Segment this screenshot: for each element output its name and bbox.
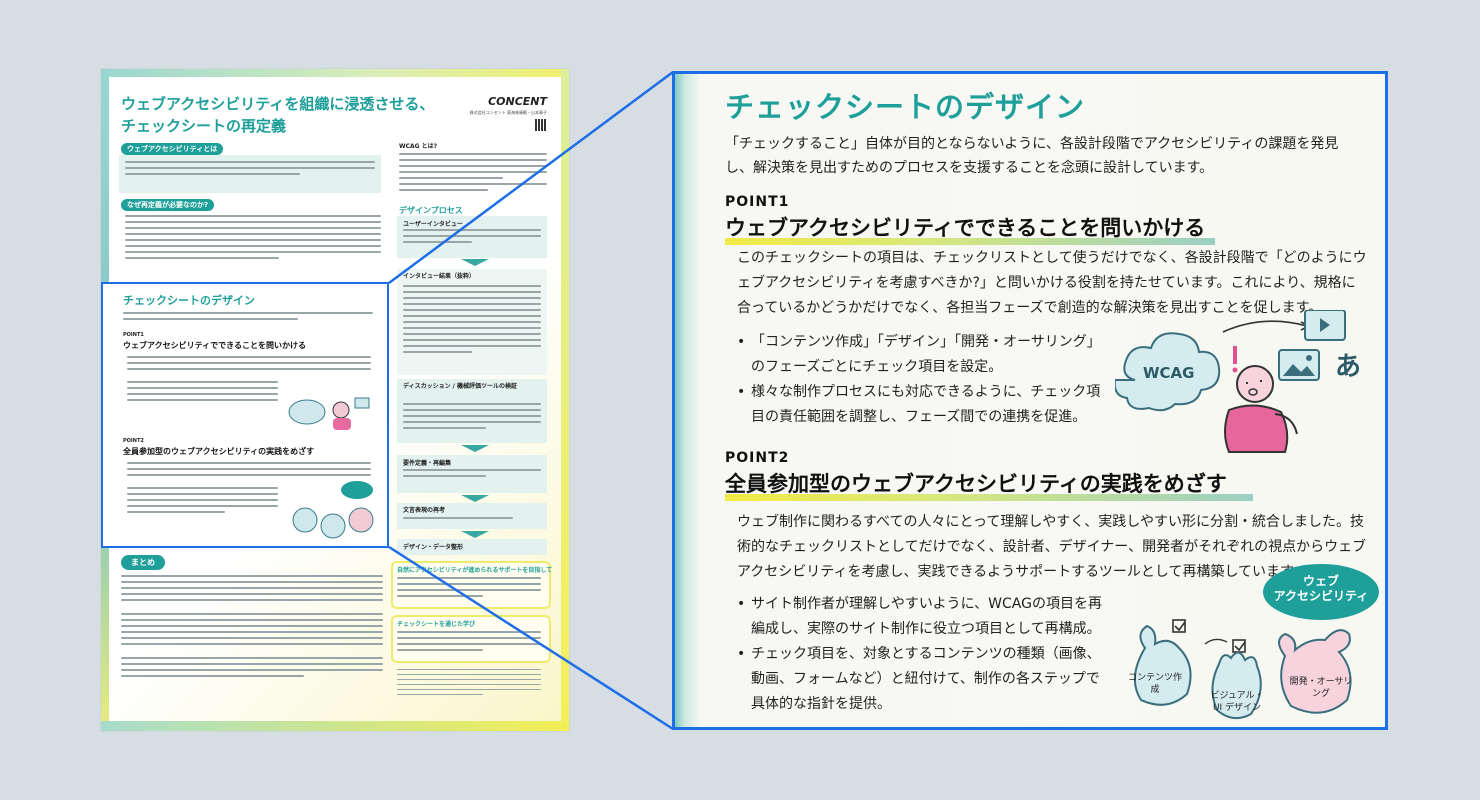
requirements-heading: 要件定義・再編集 xyxy=(403,460,452,467)
discussion-box xyxy=(397,379,547,443)
support-heading: 自然にアクセシビリティが進められるサポートを目指して xyxy=(397,567,553,574)
process-arrow-3 xyxy=(461,495,489,502)
point1-bullet-item: 「コンテンツ作成」「デザイン」「開発・オーサリング」のフェーズごとにチェック項目… xyxy=(737,330,1107,380)
references-text xyxy=(397,669,541,699)
point2-bullet-item: チェック項目を、対象とするコンテンツの種類（画像、動画、フォームなど）と紐付けて… xyxy=(737,642,1107,717)
hiragana-glyph: あ xyxy=(1335,352,1362,382)
process-arrow-2 xyxy=(461,445,489,452)
point2-heading-text: 全員参加型のウェブアクセシビリティの実践をめざす xyxy=(725,472,1227,496)
selected-intro xyxy=(123,312,373,324)
selected-illus1-icon xyxy=(288,397,370,430)
what-is-text xyxy=(125,161,375,179)
doc-review-heading: 文言表現の再考 xyxy=(403,507,446,514)
doc-review-box xyxy=(397,503,547,529)
interview-text xyxy=(403,229,541,247)
point2-body: ウェブ制作に関わるすべての人々にとって理解しやすく、実践しやすい形に分割・統合し… xyxy=(737,514,1367,580)
point1-bullets: 「コンテンツ作成」「デザイン」「開発・オーサリング」のフェーズごとにチェック項目… xyxy=(737,330,1107,430)
interview-result-text xyxy=(403,285,541,357)
point2-label: POINT2 xyxy=(725,450,790,466)
process-arrow-1 xyxy=(461,259,489,266)
zoom-panel: チェックシートのデザイン 「チェックすること」自体が目的とならないように、各設計… xyxy=(672,71,1388,730)
discussion-text xyxy=(403,403,541,433)
wcag-cloud-label: WCAG xyxy=(1143,364,1195,382)
selected-point1-text xyxy=(127,356,371,405)
why-text xyxy=(125,215,381,263)
point1-heading: ウェブアクセシビリティでできることを問いかける xyxy=(725,212,1215,245)
point1-bullet-item: 様々な制作プロセスにも対応できるように、チェック項目の責任範囲を調整し、フェーズ… xyxy=(737,380,1107,430)
interview-box xyxy=(397,216,547,258)
poster-selected-section: チェックシートのデザイン POINT1 ウェブアクセシビリティでできることを問い… xyxy=(101,282,389,548)
selected-point2-heading: 全員参加型のウェブアクセシビリティの実践をめざす xyxy=(123,447,315,458)
accessibility-badge: ウェブ アクセシビリティ xyxy=(1265,574,1377,604)
chip-why: なぜ再定義が必要なのか? xyxy=(121,199,215,211)
doc-review-text xyxy=(403,517,513,523)
poster-frame-top xyxy=(101,69,569,77)
point2-heading: 全員参加型のウェブアクセシビリティの実践をめざす xyxy=(725,468,1253,501)
wcag-heading: WCAG とは? xyxy=(399,143,438,150)
point1-illustration: WCAG あ xyxy=(1115,310,1375,460)
discussion-heading: ディスカッション / 機械評価ツールの検証 xyxy=(403,383,517,390)
design-arrange-box xyxy=(397,539,547,555)
selected-illus2-icon xyxy=(292,481,374,539)
selected-title: チェックシートのデザイン xyxy=(123,294,255,307)
poster-thumbnail: ウェブアクセシビリティを組織に浸透させる、 チェックシートの再定義 CONCEN… xyxy=(101,69,569,731)
accessibility-badge-line1: ウェブ xyxy=(1302,574,1339,588)
wcag-text xyxy=(399,153,547,195)
selected-point1-heading: ウェブアクセシビリティでできることを問いかける xyxy=(123,341,306,352)
point2-bullet-item: サイト制作者が理解しやすいように、WCAGの項目を再編成し、実際のサイト制作に役… xyxy=(737,592,1107,642)
zoom-intro: 「チェックすること」自体が目的とならないように、各設計段階でアクセシビリティの課… xyxy=(725,136,1339,176)
point1-label: POINT1 xyxy=(725,194,790,210)
poster-title: ウェブアクセシビリティを組織に浸透させる、 チェックシートの再定義 xyxy=(121,93,434,137)
poster-brand-sub: 株式会社コンセント 東海林康範・山本章子 xyxy=(469,110,547,115)
point2-heading-underline xyxy=(725,494,1253,501)
qr-code-icon xyxy=(535,119,547,131)
poster-title-line2: チェックシートの再定義 xyxy=(121,117,287,135)
point2-illustration: ウェブ アクセシビリティ コンテンツ作成 ビジュアル・UI デザイン 開発・オー… xyxy=(1115,560,1383,727)
selected-point2-label: POINT2 xyxy=(123,438,144,444)
chip-what-is: ウェブアクセシビリティとは xyxy=(121,143,224,155)
requirements-text xyxy=(403,469,541,481)
accessibility-badge-line2: アクセシビリティ xyxy=(1273,589,1369,603)
point1-heading-text: ウェブアクセシビリティでできることを問いかける xyxy=(725,216,1206,240)
poster-title-line1: ウェブアクセシビリティを組織に浸透させる、 xyxy=(121,95,435,113)
point2-bullets: サイト制作者が理解しやすいように、WCAGの項目を再編成し、実際のサイト制作に役… xyxy=(737,592,1107,717)
role-visual-label: ビジュアル・UI デザイン xyxy=(1210,691,1264,713)
point1-body: このチェックシートの項目は、チェックリストとして使うだけでなく、各設計段階で「ど… xyxy=(737,250,1367,316)
support-text xyxy=(397,577,541,601)
learn-box xyxy=(391,615,551,663)
process-arrow-4 xyxy=(461,531,489,538)
poster-brand: CONCENT xyxy=(488,95,547,108)
interview-result-heading: インタビュー結果（抜粋） xyxy=(403,273,476,280)
wcag-cloud-person-icon xyxy=(1115,310,1346,453)
selected-point1-label: POINT1 xyxy=(123,332,144,338)
zoom-title: チェックシートのデザイン xyxy=(725,90,1086,124)
poster-frame-right xyxy=(561,69,569,731)
requirements-box xyxy=(397,455,547,493)
point1-heading-underline xyxy=(725,238,1215,245)
design-process-heading: デザインプロセス xyxy=(399,206,463,215)
interview-heading: ユーザーインタビュー xyxy=(403,221,463,228)
learn-heading: チェックシートを通じた学び xyxy=(397,621,476,628)
summary-text xyxy=(121,575,383,681)
role-content-label: コンテンツ作成 xyxy=(1127,673,1182,695)
selected-point2-text xyxy=(127,462,371,517)
summary-chip: まとめ xyxy=(121,555,165,570)
role-dev-label: 開発・オーサリング xyxy=(1289,677,1353,699)
team-roles-icon xyxy=(1134,564,1379,720)
design-arrange-heading: デザイン・データ整形 xyxy=(403,544,464,551)
poster-frame-bottom xyxy=(101,721,569,731)
learn-text xyxy=(397,631,541,655)
